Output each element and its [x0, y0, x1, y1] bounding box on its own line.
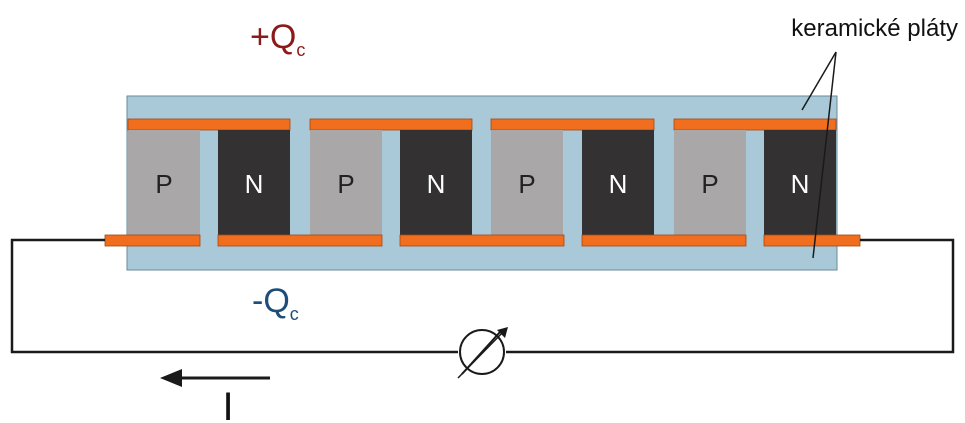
leg-p-1 — [128, 130, 200, 235]
leg-p-5 — [491, 130, 563, 235]
plates-pointer-lines — [801, 51, 837, 259]
leg-n-6 — [582, 130, 654, 235]
hot-side-label: +Qc — [250, 18, 305, 60]
leg-label-6: N — [609, 169, 628, 199]
top-conductor-3 — [490, 118, 655, 131]
current-arrow-icon — [160, 369, 270, 387]
cold-side-main: -Q — [252, 282, 290, 320]
top-conductor-1 — [127, 118, 291, 131]
bottom-conductor-1 — [104, 234, 201, 247]
hot-side-main: +Q — [250, 18, 296, 56]
leg-n-2 — [218, 130, 290, 235]
plates-label: keramické pláty — [791, 15, 958, 42]
cold-side-label: -Qc — [252, 282, 299, 324]
top-conductor-4 — [673, 118, 837, 131]
leg-label-7: P — [701, 169, 718, 199]
bottom-conductor-4 — [581, 234, 747, 247]
leg-label-4: N — [427, 169, 446, 199]
top-conductors — [127, 118, 837, 131]
leg-label-2: N — [245, 169, 264, 199]
bottom-conductors — [104, 234, 861, 247]
bottom-conductor-3 — [399, 234, 565, 247]
hot-side-subscript: c — [296, 40, 305, 60]
bottom-conductor-5 — [763, 234, 861, 247]
cold-side-subscript: c — [290, 304, 299, 324]
leg-p-7 — [674, 130, 746, 235]
bottom-conductor-2 — [217, 234, 383, 247]
leg-label-3: P — [337, 169, 354, 199]
leg-label-8: N — [791, 169, 810, 199]
leg-n-8 — [764, 130, 836, 235]
adjustable-source-icon — [457, 327, 508, 379]
current-label: I — [222, 385, 233, 423]
circuit-wire — [10, 238, 955, 354]
top-conductor-2 — [309, 118, 473, 131]
leg-n-4 — [400, 130, 472, 235]
leg-label-5: P — [518, 169, 535, 199]
leg-label-1: P — [155, 169, 172, 199]
leg-p-3 — [310, 130, 382, 235]
